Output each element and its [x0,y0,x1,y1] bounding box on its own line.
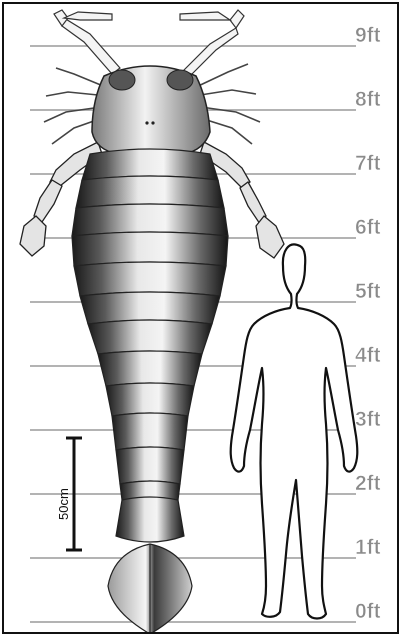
height-label-7ft: 7ft [355,152,381,175]
sea-scorpion-figure [20,10,284,634]
human-silhouette-figure [231,244,358,618]
scale-bar-label: 50cm [56,488,71,520]
height-labels: 9ft 8ft 7ft 6ft 5ft 4ft 3ft 2ft 1ft 0ft [355,24,381,623]
height-label-6ft: 6ft [355,216,381,239]
height-label-2ft: 2ft [355,472,381,495]
diagram-frame: 9ft 8ft 7ft 6ft 5ft 4ft 3ft 2ft 1ft 0ft … [2,2,399,634]
size-comparison-diagram: 9ft 8ft 7ft 6ft 5ft 4ft 3ft 2ft 1ft 0ft … [4,4,399,634]
height-label-5ft: 5ft [355,280,381,303]
height-label-4ft: 4ft [355,344,381,367]
height-label-8ft: 8ft [355,88,381,111]
height-label-1ft: 1ft [355,536,381,559]
height-label-3ft: 3ft [355,408,381,431]
height-label-9ft: 9ft [355,24,381,47]
height-label-0ft: 0ft [355,600,381,623]
